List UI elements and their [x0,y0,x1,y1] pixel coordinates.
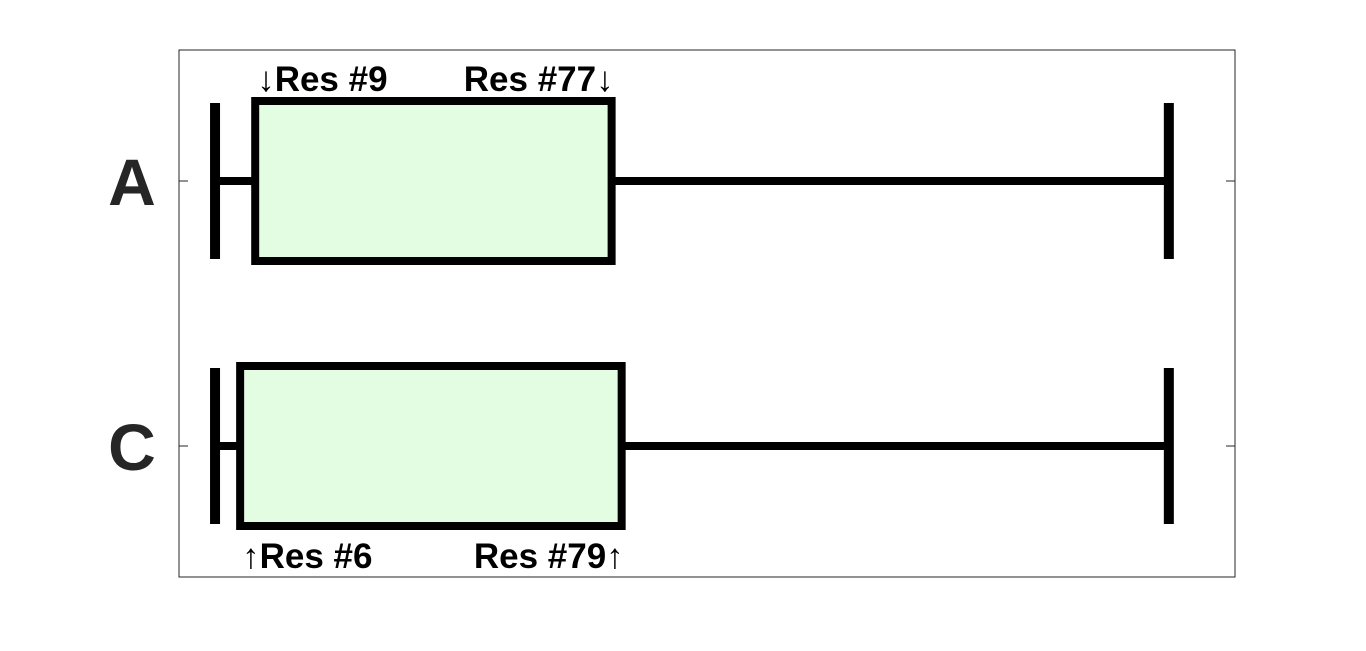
category-label-a: A [108,145,156,219]
box-c [236,362,626,530]
category-label-c: C [108,410,156,484]
chart-marks: A ↓Res #9 Res #77↓ C ↑Res #6 Res #79↑ [108,60,1235,576]
box-a [251,97,616,265]
annotation-c-2: Res #79↑ [474,537,624,576]
annotation-a-1: ↓Res #9 [257,60,387,99]
annotation-a-2: Res #77↓ [464,60,614,99]
annotation-c-1: ↑Res #6 [242,537,372,576]
